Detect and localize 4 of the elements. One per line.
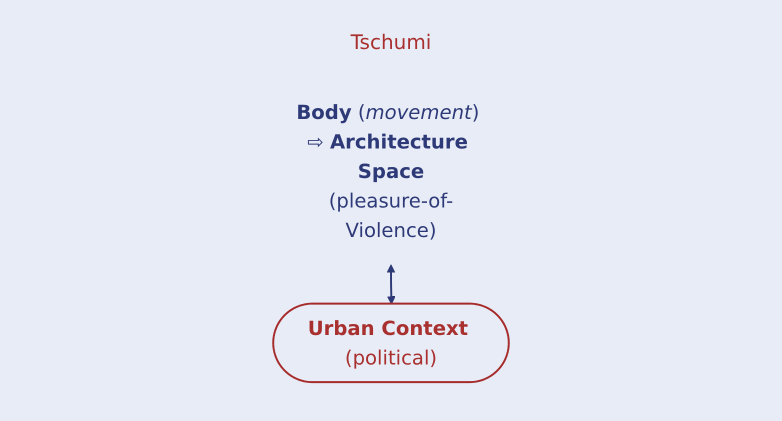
diagram-title: Tschumi xyxy=(350,29,432,56)
arrow xyxy=(386,264,396,304)
node-text: Body (movement) ⇨ Architecture Space (pleasure-of-Violence) xyxy=(296,100,480,242)
node-text: Urban Context (political) xyxy=(308,316,468,370)
